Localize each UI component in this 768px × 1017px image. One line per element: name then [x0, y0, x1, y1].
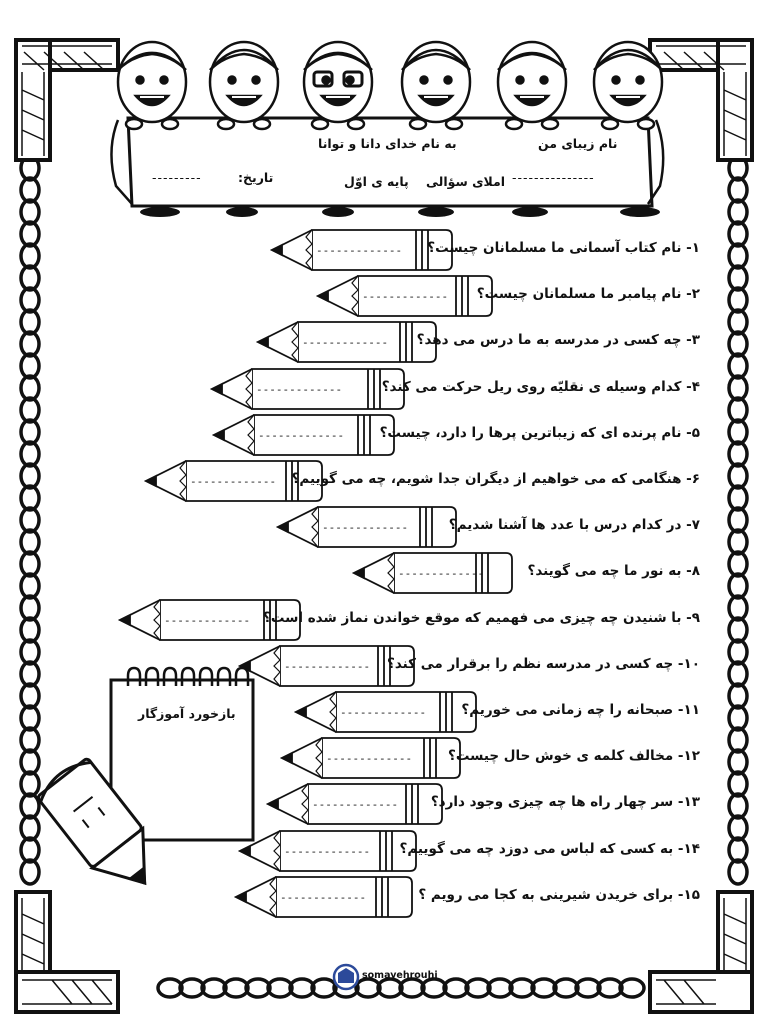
question-item: ۱۵- برای خریدن شیرینی به کجا می رویم ؟	[418, 887, 700, 903]
question-item: ۴- کدام وسیله ی نقلیّه روی ریل حرکت می ک…	[381, 379, 700, 395]
kids-feet	[140, 207, 660, 217]
kid-head-icon	[302, 40, 374, 131]
header-name-label: نام زیبای من	[538, 136, 618, 151]
answer-pencil: -------------	[233, 876, 413, 918]
answer-pencil: -------------	[269, 229, 453, 271]
question-item: ۱۱- صبحانه را چه زمانی می خوریم؟	[461, 702, 700, 718]
answer-pencil: -------------	[265, 783, 443, 825]
feedback-notepad	[109, 666, 255, 842]
question-item: ۳- چه کسی در مدرسه به ما درس می دهد؟	[416, 332, 700, 348]
kid-head-icon	[116, 40, 188, 131]
question-item: ۱۰- چه کسی در مدرسه نظم را برقرار می کند…	[387, 656, 700, 672]
answer-blank: -------------	[340, 706, 426, 719]
question-item: ۱- نام کتاب آسمانی ما مسلمانان چیست؟	[427, 240, 700, 256]
answer-blank: -------------	[312, 798, 398, 811]
answer-pencil: -------------	[237, 645, 415, 687]
question-item: ۶- هنگامی که می خواهیم از دیگران جدا شوی…	[291, 471, 700, 487]
question-item: ۷- در کدام درس با عدد ها آشنا شدیم؟	[448, 517, 700, 533]
header-subject: املای سؤالی	[426, 174, 506, 189]
question-item: ۹- با شنیدن چه چیزی می فهمیم که موقع خوا…	[262, 610, 700, 626]
decorative-pencil-icon	[37, 757, 147, 886]
header-pretitle: به نام خدای دانا و توانا	[318, 136, 457, 151]
answer-pencil: -------------	[279, 737, 461, 779]
answer-pencil: -------------	[255, 321, 437, 363]
answer-blank: -------------	[316, 244, 402, 257]
answer-pencil: -------------	[351, 552, 513, 594]
answer-pencil: -------------	[117, 599, 301, 641]
question-item: ۱۲- مخالف کلمه ی خوش حال چیست؟	[448, 748, 700, 764]
corner-bottom-left	[14, 890, 120, 1014]
question-item: ۱۳- سر چهار راه ها چه چیزی وجود دارد؟	[430, 794, 700, 810]
answer-blank: -------------	[164, 614, 250, 627]
answer-blank: -------------	[258, 429, 344, 442]
kid-head-icon	[400, 40, 472, 131]
header-date-blank: ---------	[152, 170, 202, 185]
corner-top-left	[14, 38, 120, 162]
answer-blank: -------------	[284, 845, 370, 858]
question-item: ۸- به نور ما چه می گویند؟	[527, 563, 701, 579]
corner-bottom-right	[648, 890, 754, 1014]
kid-head-icon	[208, 40, 280, 131]
kid-head-icon	[592, 40, 664, 131]
answer-blank: -------------	[280, 891, 366, 904]
answer-blank: -------------	[284, 660, 370, 673]
watermark-text: somayehrouhi	[362, 970, 438, 981]
answer-pencil: -------------	[209, 368, 405, 410]
answer-blank: -------------	[302, 336, 388, 349]
answer-pencil: -------------	[293, 691, 477, 733]
question-item: ۱۴- به کسی که لباس می دوزد چه می گوییم؟	[399, 841, 701, 857]
header-name-blank: ---------------	[512, 170, 595, 185]
answer-blank: -------------	[322, 521, 408, 534]
cartoon-kids	[116, 40, 664, 131]
answer-pencil: -------------	[143, 460, 323, 502]
header-date-label: تاریخ:	[238, 170, 274, 185]
answer-pencil: -------------	[275, 506, 457, 548]
kid-head-icon	[496, 40, 568, 131]
answer-pencil: -------------	[211, 414, 395, 456]
answer-blank: -------------	[190, 475, 276, 488]
question-item: ۲- نام پیامبر ما مسلمانان چیست؟	[476, 286, 700, 302]
corner-top-right	[648, 38, 754, 162]
answer-blank: -------------	[256, 383, 342, 396]
watermark-logo-icon	[332, 963, 360, 991]
answer-pencil: -------------	[315, 275, 493, 317]
header-grade: پایه ی اوّل	[344, 174, 409, 189]
answer-blank: -------------	[398, 567, 484, 580]
feedback-title: بازخورد آموزگار	[138, 706, 236, 721]
answer-blank: -------------	[326, 752, 412, 765]
header-banner	[110, 116, 665, 208]
question-item: ۵- نام پرنده ای که زیباترین پرها را دارد…	[379, 425, 700, 441]
answer-pencil: -------------	[237, 830, 417, 872]
answer-blank: -------------	[362, 290, 448, 303]
